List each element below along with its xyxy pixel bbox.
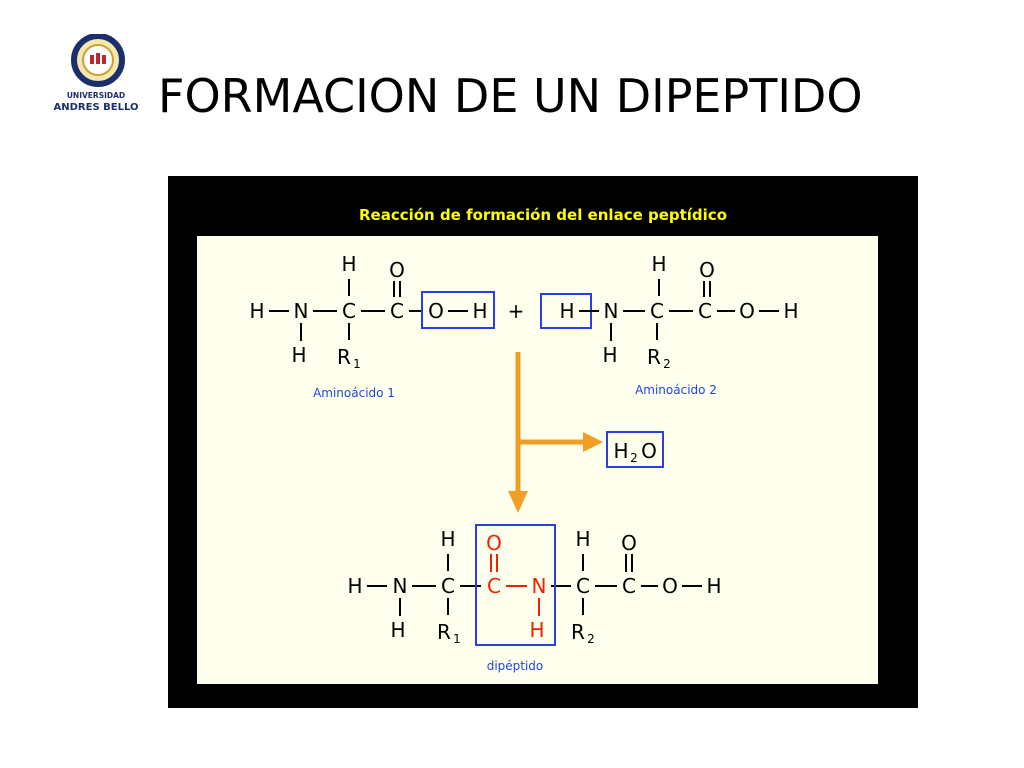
figure-title: Reacción de formación del enlace peptídi…	[358, 206, 728, 224]
r1-atom-h-alpha: H	[341, 252, 356, 276]
p-atom-h-amine: H	[390, 618, 405, 642]
r2-atom-o-carbonyl: O	[699, 258, 715, 282]
p-atom-r1-subscript: 1	[453, 632, 461, 646]
r2-atom-h-amine: H	[602, 343, 617, 367]
r2-atom-h-hydroxyl: H	[783, 299, 798, 323]
r1-atom-o-carbonyl: O	[389, 258, 405, 282]
r1-caption: Aminoácido 1	[313, 386, 395, 400]
p-atom-h-amide: H	[529, 618, 544, 642]
r1-atom-h-amine: H	[291, 343, 306, 367]
p-atom-c-carboxyl: C	[622, 574, 636, 598]
amino-acid-1: H N C C O H H H R 1 O	[249, 252, 495, 400]
arrow-head-right	[583, 432, 603, 452]
r1-atom-r: R	[337, 345, 351, 369]
r1-hydroxyl-box	[421, 291, 495, 329]
r1-atom-h-hydroxyl: H	[472, 299, 487, 323]
p-atom-r1: R	[437, 620, 451, 644]
amino-acid-2: H N C C O H H H R 2 O	[540, 252, 799, 397]
r1-atom-n: N	[294, 299, 309, 323]
p-atom-o-hydroxyl: O	[662, 574, 678, 598]
r2-atom-r-subscript: 2	[663, 357, 671, 371]
logo-text-line1: UNIVERSIDAD	[67, 91, 125, 100]
r2-atom-h-left: H	[559, 299, 574, 323]
r1-atom-r-subscript: 1	[353, 357, 361, 371]
university-logo: UNIVERSIDAD ANDRES BELLO	[54, 34, 139, 113]
p-atom-c-alpha1: C	[441, 574, 455, 598]
r1-atom-o-hydroxyl: O	[428, 299, 444, 323]
plus-sign: +	[508, 299, 525, 323]
p-atom-h-alpha2: H	[575, 527, 590, 551]
r2-atom-o-hydroxyl: O	[739, 299, 755, 323]
p-atom-h-left: H	[347, 574, 362, 598]
p-atom-c-carbonyl: C	[487, 574, 501, 598]
r2-caption: Aminoácido 2	[635, 383, 717, 397]
peptide-bond-box	[475, 524, 556, 646]
arrow-head-down	[508, 491, 528, 513]
r1-atom-c-alpha: C	[342, 299, 356, 323]
diagram-panel: H N C C O H H H R 1 O	[197, 236, 878, 684]
p-atom-h-alpha1: H	[440, 527, 455, 551]
p-atom-r2-subscript: 2	[587, 632, 595, 646]
r2-atom-c-alpha: C	[650, 299, 664, 323]
p-atom-c-alpha2: C	[576, 574, 590, 598]
logo-text-line2: ANDRES BELLO	[54, 102, 139, 113]
p-atom-o-carbonyl2: O	[621, 531, 637, 555]
r2-atom-n: N	[604, 299, 619, 323]
p-atom-h-hydroxyl: H	[706, 574, 721, 598]
logo-shield-bar-left	[90, 55, 94, 64]
reaction-diagram: H N C C O H H H R 1 O	[249, 252, 799, 673]
dipeptide: H N C C N C C O H H H	[347, 524, 722, 673]
r1-atom-c-carboxyl: C	[390, 299, 404, 323]
slide-title: FORMACION DE UN DIPEPTIDO	[158, 69, 863, 123]
r2-atom-r: R	[647, 345, 661, 369]
p-atom-n1: N	[393, 574, 408, 598]
figure-frame: Reacción de formación del enlace peptídi…	[168, 176, 918, 708]
water-h: H	[613, 439, 628, 463]
water-byproduct: H 2 O	[606, 431, 664, 468]
r2-atom-c-carboxyl: C	[698, 299, 712, 323]
reaction-arrow	[508, 352, 603, 513]
logo-shield-bar-right	[102, 55, 106, 64]
p-atom-r2: R	[571, 620, 585, 644]
product-caption: dipéptido	[487, 659, 544, 673]
p-atom-o-carbonyl: O	[486, 531, 502, 555]
p-atom-n2: N	[532, 574, 547, 598]
logo-shield-bar-center	[96, 53, 100, 64]
water-box	[606, 431, 664, 468]
r1-atom-h-left: H	[249, 299, 264, 323]
water-o: O	[641, 439, 657, 463]
r2-atom-h-alpha: H	[651, 252, 666, 276]
water-subscript: 2	[630, 451, 638, 465]
